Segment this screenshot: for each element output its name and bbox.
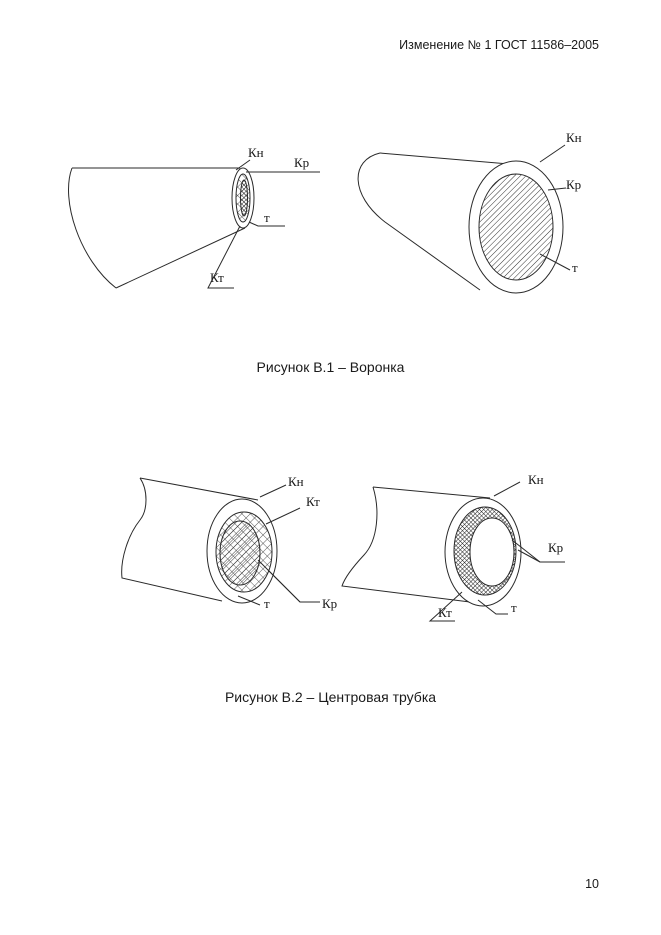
tube-left-label-kn: Кн	[288, 474, 304, 489]
tube-right-label-kr: Кр	[548, 540, 563, 555]
tube-left-label-kr: Кр	[322, 596, 337, 611]
tube-right-label-kt: Кт	[438, 605, 452, 620]
tube-right-label-kn: Кн	[528, 472, 544, 487]
page-number: 10	[585, 877, 599, 891]
page-header: Изменение № 1 ГОСТ 11586–2005	[399, 38, 599, 52]
funnel-left-label-kn: Кн	[248, 145, 264, 160]
tube-left-drawing	[121, 477, 320, 606]
tube-right-label-t: т	[511, 600, 517, 615]
funnel-left-drawing	[68, 159, 320, 289]
funnel-left-label-kt: Кт	[210, 270, 224, 285]
figure-b1-caption: Рисунок В.1 – Воронка	[256, 359, 405, 375]
tube-left-label-t: т	[264, 596, 270, 611]
funnel-right-label-kr: Кр	[566, 177, 581, 192]
funnel-right-label-kn: Кн	[566, 130, 582, 145]
tube-right-drawing	[341, 481, 565, 622]
funnel-left-label-t: т	[264, 210, 270, 225]
figure-b2-caption: Рисунок В.2 – Центровая трубка	[224, 689, 437, 705]
funnel-right-drawing	[357, 144, 571, 294]
funnel-left-label-kr: Кр	[294, 155, 309, 170]
funnel-right-label-t: т	[572, 260, 578, 275]
tube-left-label-kt: Кт	[306, 494, 320, 509]
